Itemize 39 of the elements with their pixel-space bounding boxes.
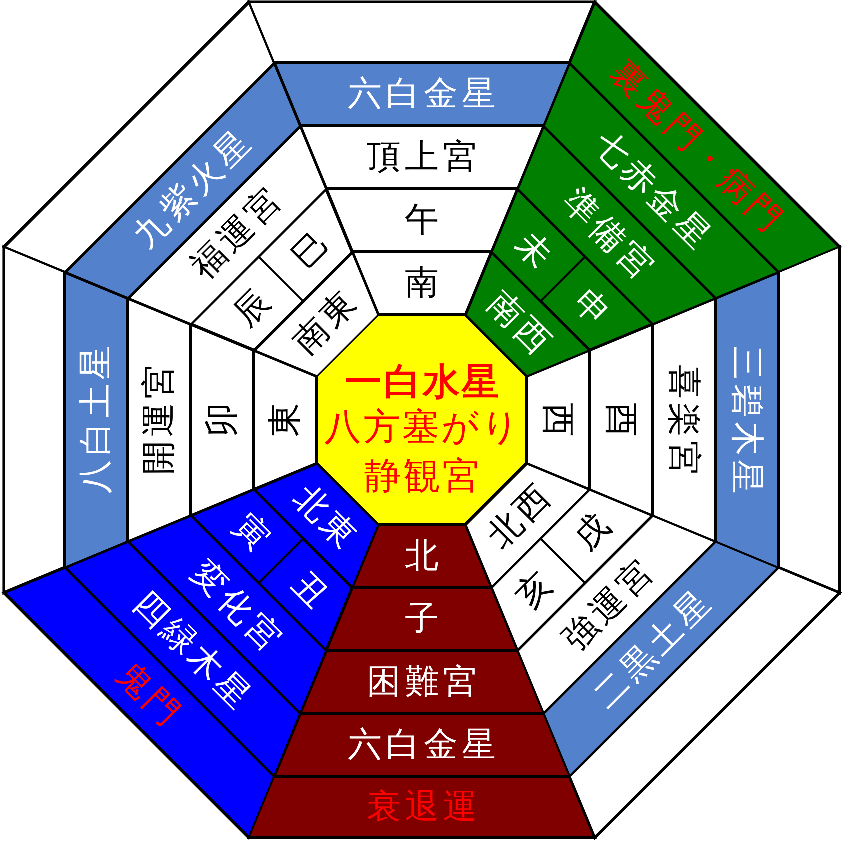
zodiac-label: 未: [506, 222, 561, 277]
direction-label: 東: [268, 398, 302, 439]
direction-label: 南: [404, 266, 443, 300]
zodiac-label: 午: [404, 203, 443, 238]
zodiac-label: 寅: [226, 504, 279, 559]
direction-label: 南西: [478, 283, 559, 364]
zodiac-label: 卯: [205, 398, 240, 439]
palace-label: 開運宮: [142, 360, 176, 477]
blank-cell: [249, 2, 595, 63]
zodiac-label: 辰: [224, 281, 279, 335]
blank-cell: [4, 247, 65, 593]
palace-label: 喜楽宮: [667, 364, 702, 479]
zodiac-label: 酉: [604, 402, 638, 441]
omen-label: 衰退運: [366, 790, 481, 824]
omen-cell: [249, 777, 595, 838]
direction-label: 南東: [285, 283, 366, 364]
zodiac-label: 丑: [283, 563, 337, 618]
direction-label: 北: [404, 539, 443, 574]
zodiac-label: 戌: [565, 504, 620, 559]
star-label: 八白土星: [79, 342, 114, 496]
star-cell: [716, 272, 779, 568]
star-cell: [274, 714, 570, 777]
palace-label: 困難宮: [366, 665, 481, 700]
direction-label: 北東: [285, 476, 366, 557]
star-label: 六白金星: [346, 728, 500, 762]
palace-label: 頂上宮: [366, 140, 481, 174]
blank-cell: [779, 247, 840, 593]
zodiac-label: 巳: [283, 222, 337, 277]
star-label: 三碧木星: [730, 344, 764, 498]
star-cell: [65, 272, 128, 568]
star-label: 一白水星: [344, 363, 501, 400]
status-label: 八方塞がり: [323, 408, 522, 446]
star-cell: [274, 63, 570, 126]
zodiac-label: 子: [404, 602, 443, 636]
star-label: 六白金星: [346, 77, 500, 112]
zodiac-cell: [590, 324, 653, 516]
direction-label: 西: [541, 402, 576, 441]
zodiac-label: 申: [565, 281, 620, 335]
zodiac-label: 亥: [506, 563, 561, 616]
